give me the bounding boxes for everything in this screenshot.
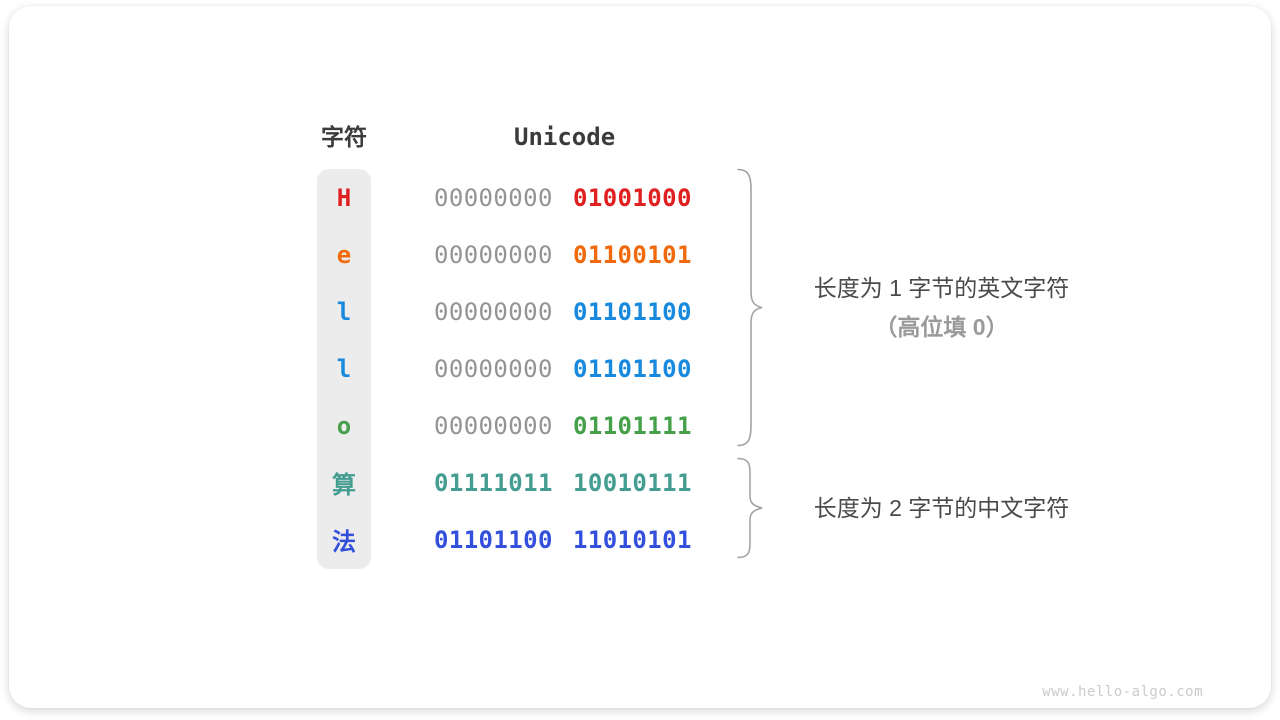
- table-row: l 00000000 01101100: [317, 340, 737, 397]
- unicode-byte-high: 00000000: [434, 411, 553, 440]
- table-row: o 00000000 01101111: [317, 397, 737, 454]
- unicode-byte-high: 00000000: [434, 240, 553, 269]
- column-header-unicode: Unicode: [514, 123, 616, 151]
- diagram-card: 字符 Unicode H 00000000 01001000 e 00000000 011…: [9, 6, 1271, 708]
- unicode-byte-low: 01100101: [573, 240, 692, 269]
- column-header-char: 字符: [321, 124, 367, 150]
- char-column-background: [317, 169, 371, 569]
- unicode-byte-low: 01001000: [573, 183, 692, 212]
- annotation-chinese-chars: 长度为 2 字节的中文字符: [813, 495, 1070, 521]
- unicode-byte-high: 01111011: [434, 468, 553, 497]
- unicode-byte-low: 01101100: [573, 354, 692, 383]
- character-cell: 法: [332, 528, 356, 556]
- unicode-byte-low: 01101100: [573, 297, 692, 326]
- brace-group-1-byte: [737, 168, 763, 447]
- table-row: 法 01101100 11010101: [317, 511, 737, 568]
- character-cell: e: [336, 240, 352, 269]
- unicode-byte-low: 01101111: [573, 411, 692, 440]
- character-cell: H: [336, 183, 352, 212]
- unicode-byte-low: 11010101: [573, 525, 692, 554]
- unicode-byte-high: 00000000: [434, 297, 553, 326]
- unicode-byte-high: 00000000: [434, 354, 553, 383]
- table-row: e 00000000 01100101: [317, 226, 737, 283]
- character-cell: 算: [332, 471, 356, 499]
- character-cell: l: [336, 297, 352, 326]
- table-row: 算 01111011 10010111: [317, 454, 737, 511]
- watermark-url: www.hello-algo.com: [1042, 684, 1203, 700]
- unicode-byte-high: 01101100: [434, 525, 553, 554]
- annotation-english-chars: 长度为 1 字节的英文字符 （高位填 0）: [769, 272, 1114, 343]
- character-cell: l: [336, 354, 352, 383]
- unicode-byte-low: 10010111: [573, 468, 692, 497]
- annotation-english-chars-line1: 长度为 1 字节的英文字符: [813, 275, 1070, 301]
- table-row: H 00000000 01001000: [317, 169, 737, 226]
- unicode-byte-high: 00000000: [434, 183, 553, 212]
- character-cell: o: [336, 411, 352, 440]
- table-row: l 00000000 01101100: [317, 283, 737, 340]
- brace-group-2-byte: [737, 457, 763, 559]
- annotation-english-chars-line2: （高位填 0）: [874, 314, 1009, 340]
